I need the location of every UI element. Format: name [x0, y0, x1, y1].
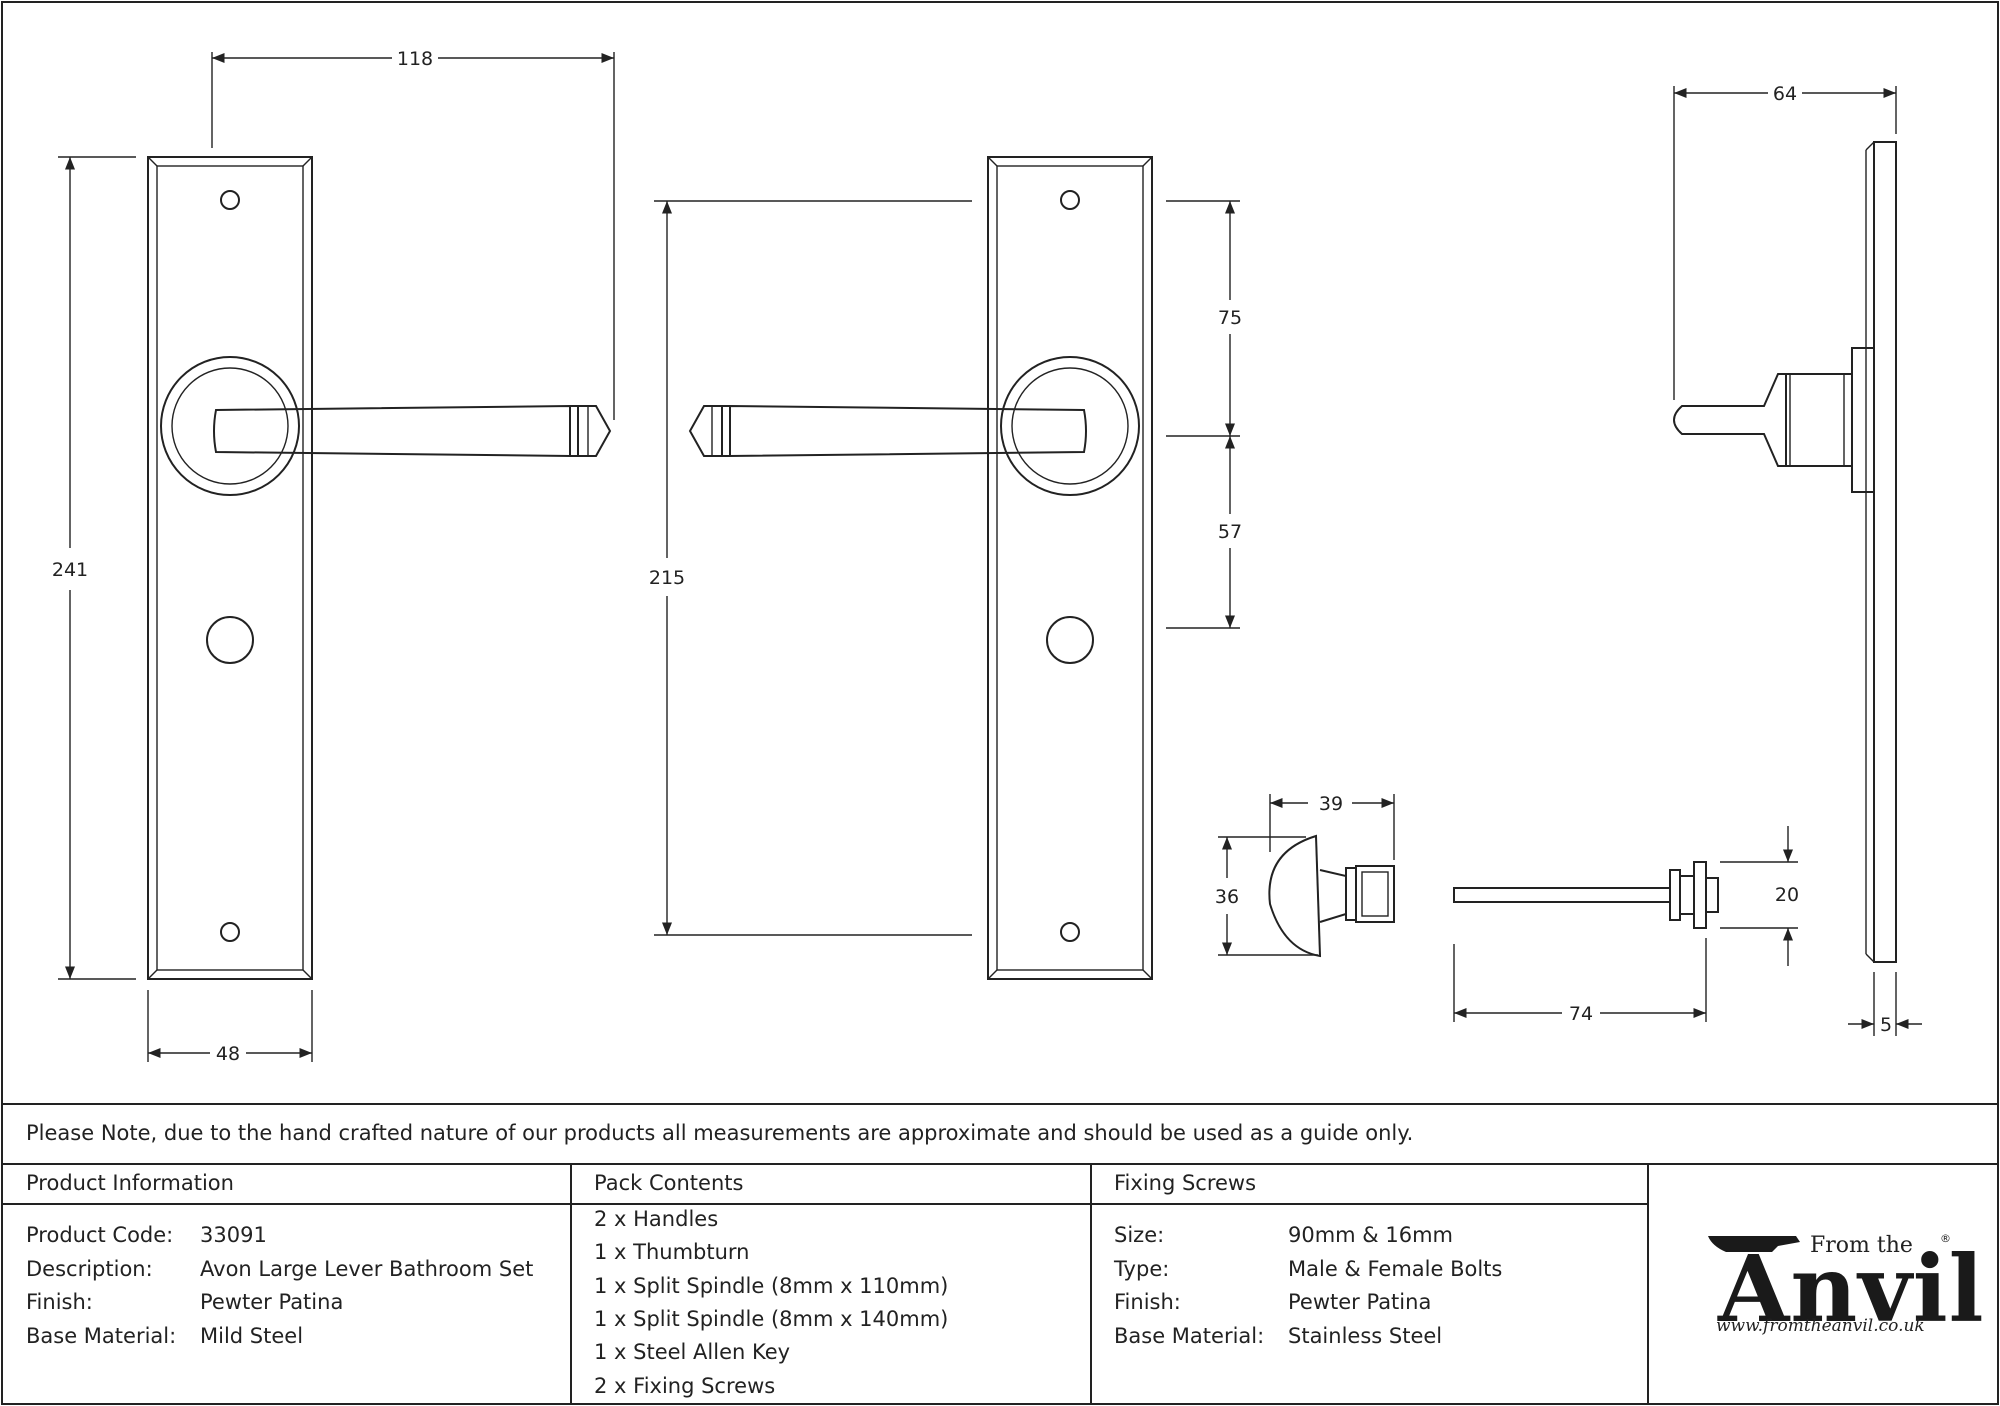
size-label: Size: [1114, 1223, 1165, 1247]
front-view-right [688, 156, 1153, 980]
logo-from-the: From the [1810, 1233, 1913, 1258]
dimension-lines [58, 52, 1922, 1062]
pack-item: 2 x Fixing Screws [594, 1374, 776, 1398]
description-value: Avon Large Lever Bathroom Set [200, 1257, 534, 1281]
base-material-value: Mild Steel [200, 1324, 304, 1348]
dim-36: 36 [1215, 886, 1239, 908]
turn-hole [206, 616, 254, 664]
dim-74: 74 [1569, 1003, 1593, 1025]
product-code-value: 33091 [200, 1223, 267, 1247]
lever-arm [213, 404, 571, 458]
pack-item: 1 x Thumbturn [594, 1240, 750, 1264]
dim-5: 5 [1880, 1014, 1892, 1036]
dim-48: 48 [216, 1043, 240, 1065]
type-label: Type: [1114, 1257, 1170, 1281]
dim-20: 20 [1775, 884, 1799, 906]
logo-url: www.fromtheanvil.co.uk [1716, 1316, 1925, 1336]
dim-215: 215 [649, 567, 685, 589]
screw-material-label: Base Material: [1114, 1324, 1265, 1348]
finish-label: Finish: [26, 1290, 93, 1314]
type-value: Male & Female Bolts [1288, 1257, 1503, 1281]
base-material-label: Base Material: [26, 1324, 177, 1348]
dim-39: 39 [1319, 793, 1343, 815]
front-view-left [147, 156, 612, 980]
finish-value: Pewter Patina [200, 1290, 344, 1314]
description-label: Description: [26, 1257, 153, 1281]
spindle-view [1453, 861, 1719, 929]
dim-241: 241 [52, 559, 88, 581]
thumbturn-view [1268, 834, 1395, 958]
dim-57: 57 [1218, 521, 1242, 543]
dim-64: 64 [1773, 83, 1797, 105]
fixing-screws-heading: Fixing Screws [1114, 1171, 1257, 1195]
anvil-logo-icon [1708, 1236, 1800, 1252]
logo-brand-name: Anvil [1718, 1235, 1985, 1343]
logo-registered: ® [1940, 1232, 1951, 1245]
product-info-heading: Product Information [26, 1171, 234, 1195]
dim-75: 75 [1218, 307, 1242, 329]
screw-finish-value: Pewter Patina [1288, 1290, 1432, 1314]
dim-118: 118 [397, 48, 433, 70]
pack-contents-heading: Pack Contents [594, 1171, 744, 1195]
pack-item: 1 x Steel Allen Key [594, 1340, 791, 1364]
pack-item: 1 x Split Spindle (8mm x 110mm) [594, 1274, 949, 1298]
measurement-note: Please Note, due to the hand crafted nat… [26, 1121, 1414, 1145]
screw-hole-bottom [220, 922, 240, 942]
screw-hole-top [220, 190, 240, 210]
product-code-label: Product Code: [26, 1223, 174, 1247]
rose-outer [160, 356, 300, 496]
pack-item: 2 x Handles [594, 1207, 719, 1231]
screw-material-value: Stainless Steel [1288, 1324, 1443, 1348]
info-table-grid [2, 1103, 1998, 1404]
screw-finish-label: Finish: [1114, 1290, 1181, 1314]
side-view [1673, 141, 1897, 963]
size-value: 90mm & 16mm [1288, 1223, 1453, 1247]
pack-item: 1 x Split Spindle (8mm x 140mm) [594, 1307, 949, 1331]
